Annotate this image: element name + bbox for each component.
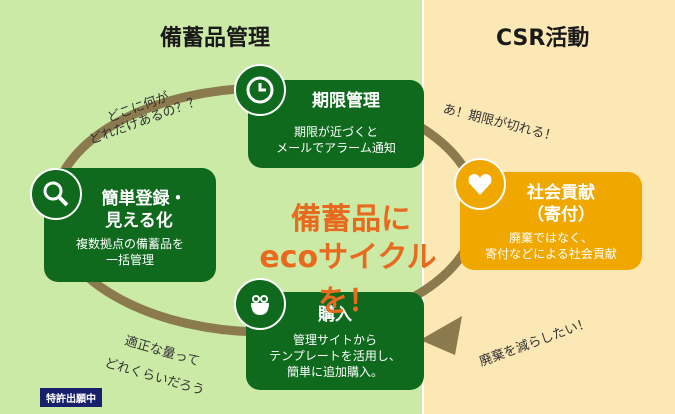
clock-icon — [234, 64, 286, 116]
cycle-arrowhead — [420, 316, 462, 355]
purchase-title: 購入 — [318, 305, 352, 325]
patent-pending-badge: 特許出願中 — [40, 388, 102, 407]
register-desc-line1: 複数拠点の備蓄品を — [75, 237, 184, 251]
eco-cycle-headline-line1: 備蓄品に — [291, 202, 411, 237]
csr-heading: CSR活動 — [496, 26, 590, 51]
csr-title-line1: 社会貢献 — [527, 183, 595, 203]
heart-icon — [454, 158, 506, 210]
csr-desc-line1: 廃棄ではなく、 — [508, 231, 593, 245]
purchase-desc-line2: テンプレートを活用し、 — [269, 349, 401, 363]
csr-desc-line2: 寄付などによる社会貢献 — [485, 247, 617, 261]
deadline-title: 期限管理 — [312, 91, 380, 111]
deadline-desc-line2: メールでアラーム通知 — [276, 141, 396, 155]
purse-icon — [234, 278, 286, 330]
register-visualize-box: 簡単登録・ 見える化 複数拠点の備蓄品を 一括管理 — [44, 168, 216, 282]
csr-title-line2: （寄付） — [527, 205, 595, 225]
register-desc-line2: 一括管理 — [105, 253, 154, 267]
register-title-line1: 簡単登録・ — [101, 189, 187, 209]
eco-cycle-headline-line2: ecoサイクルを！ — [259, 240, 437, 319]
management-heading: 備蓄品管理 — [160, 26, 271, 51]
register-title-line2: 見える化 — [105, 211, 173, 231]
purchase-desc-line3: 簡単に追加購入。 — [286, 365, 383, 379]
deadline-desc-line1: 期限が近づくと — [293, 125, 378, 139]
magnifier-icon — [30, 168, 82, 220]
purchase-desc-line1: 管理サイトから — [292, 333, 377, 347]
